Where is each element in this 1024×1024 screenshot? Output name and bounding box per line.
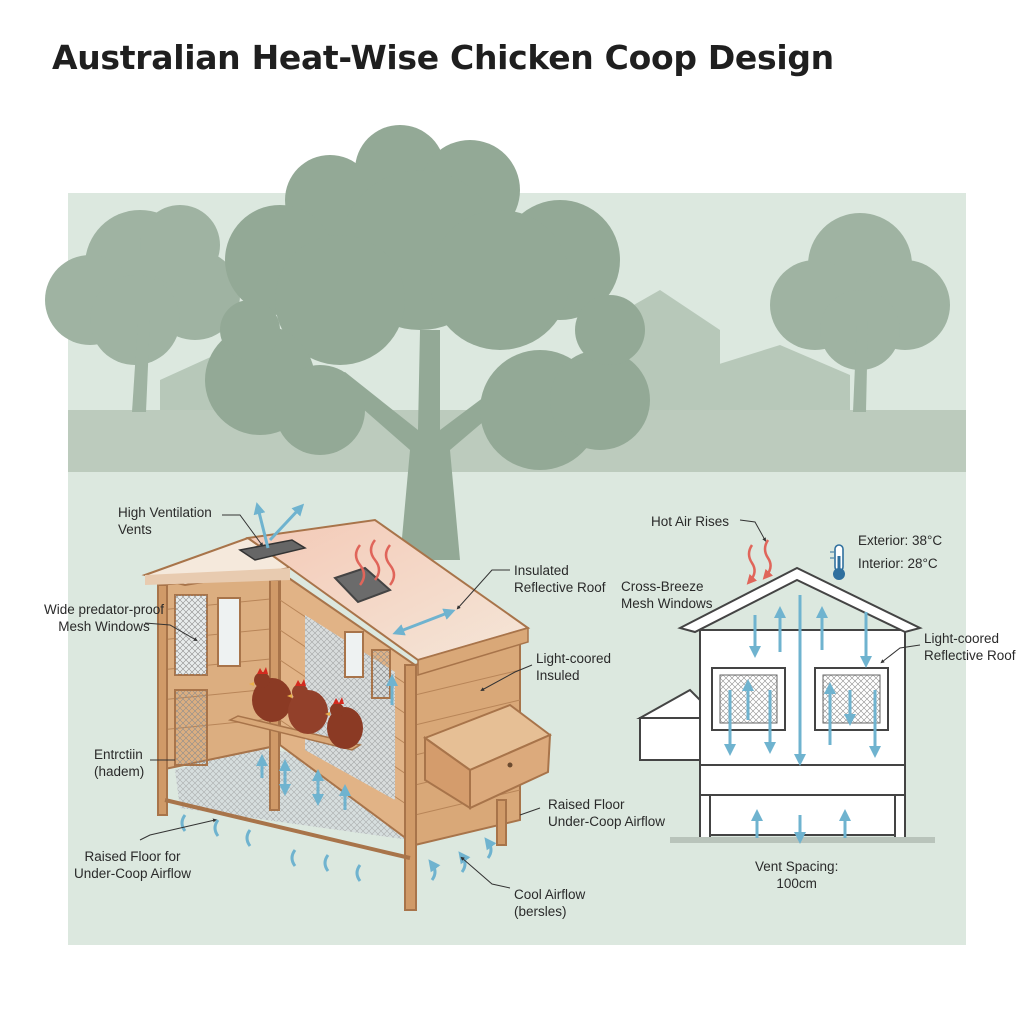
hens bbox=[249, 667, 363, 749]
high-ventilation-vent bbox=[238, 539, 307, 561]
label-vent-spacing: Vent Spacing:100cm bbox=[755, 859, 839, 891]
central-tree bbox=[205, 125, 650, 560]
page-title: Australian Heat-Wise Chicken Coop Design bbox=[52, 38, 834, 77]
perch bbox=[227, 715, 362, 751]
label-hot-air-rises: Hot Air Rises bbox=[651, 514, 730, 529]
airflow-arrow-icon bbox=[268, 503, 305, 542]
airflow-arrow-icon bbox=[253, 502, 270, 549]
hot-air-rises-waves bbox=[746, 539, 774, 585]
right-airflow-arrows bbox=[724, 595, 881, 844]
airflow-arrow-icon bbox=[392, 608, 456, 636]
light-reflective-roof bbox=[677, 566, 923, 634]
left-tree bbox=[45, 205, 240, 412]
front-mesh-window bbox=[344, 631, 364, 678]
label-interior-temp: Interior: 28°C bbox=[858, 556, 938, 571]
nesting-box bbox=[422, 703, 552, 810]
right-coop bbox=[636, 566, 935, 843]
label-entry: Entrctiin(hadem) bbox=[94, 747, 145, 779]
right-tree bbox=[770, 213, 950, 412]
label-cool-airflow: Cool Airflow(bersles) bbox=[514, 887, 586, 919]
side-nest-box bbox=[639, 717, 701, 761]
roof-vent bbox=[333, 566, 392, 604]
heat-wave-icon bbox=[354, 539, 396, 586]
insulated-reflective-roof bbox=[141, 518, 531, 677]
thermometer-icon bbox=[830, 544, 845, 580]
label-exterior-temp: Exterior: 38°C bbox=[858, 533, 943, 548]
left-coop bbox=[141, 518, 552, 911]
leader-lines bbox=[139, 514, 921, 889]
